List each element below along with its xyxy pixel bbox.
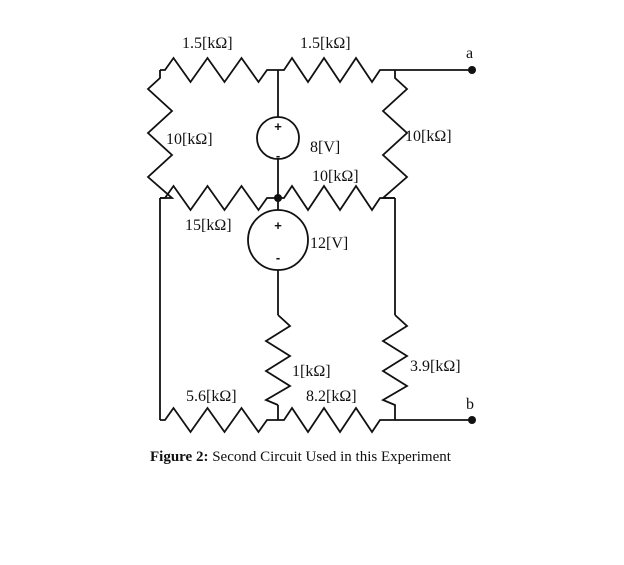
label-r-right: 10[kΩ] bbox=[405, 128, 452, 145]
label-upper-source: 8[V] bbox=[310, 139, 340, 156]
label-terminal-a: a bbox=[466, 45, 473, 62]
label-r-top-right: 1.5[kΩ] bbox=[300, 35, 351, 52]
label-r-right-lower: 3.9[kΩ] bbox=[410, 358, 461, 375]
label-r-mid-right: 10[kΩ] bbox=[312, 168, 359, 185]
resistor-mid-left bbox=[160, 184, 278, 212]
label-r-mid-left: 15[kΩ] bbox=[185, 217, 232, 234]
resistor-right bbox=[380, 70, 409, 199]
label-terminal-b: b bbox=[466, 396, 474, 413]
resistor-top-right bbox=[278, 56, 395, 84]
voltage-source-12v: + - bbox=[247, 209, 309, 271]
caption-text: Second Circuit Used in this Experiment bbox=[208, 449, 451, 465]
label-r-left: 10[kΩ] bbox=[166, 131, 213, 148]
junction-dot bbox=[274, 194, 282, 202]
label-r-top-left: 1.5[kΩ] bbox=[182, 35, 233, 52]
resistor-left bbox=[146, 70, 175, 199]
terminal-b-dot bbox=[468, 416, 476, 424]
svg-text:+: + bbox=[274, 218, 282, 233]
svg-text:-: - bbox=[276, 148, 280, 163]
svg-text:+: + bbox=[274, 119, 282, 134]
resistor-right-lower bbox=[380, 314, 409, 420]
resistor-bottom-right bbox=[278, 406, 395, 434]
terminal-a-dot bbox=[468, 66, 476, 74]
resistor-center-vertical bbox=[263, 314, 292, 406]
label-r-bottom-left: 5.6[kΩ] bbox=[186, 388, 237, 405]
resistor-mid-right bbox=[278, 184, 395, 212]
label-r-center-vertical: 1[kΩ] bbox=[292, 363, 331, 380]
label-r-bottom-right: 8.2[kΩ] bbox=[306, 388, 357, 405]
wires bbox=[159, 69, 472, 421]
resistor-top-left bbox=[160, 56, 278, 84]
voltage-source-8v: + - bbox=[256, 116, 300, 163]
caption-bold: Figure 2: bbox=[150, 449, 208, 465]
svg-text:-: - bbox=[276, 250, 280, 265]
resistor-bottom-left bbox=[160, 406, 278, 434]
label-lower-source: 12[V] bbox=[310, 235, 348, 252]
figure-caption: Figure 2: Second Circuit Used in this Ex… bbox=[150, 449, 452, 465]
